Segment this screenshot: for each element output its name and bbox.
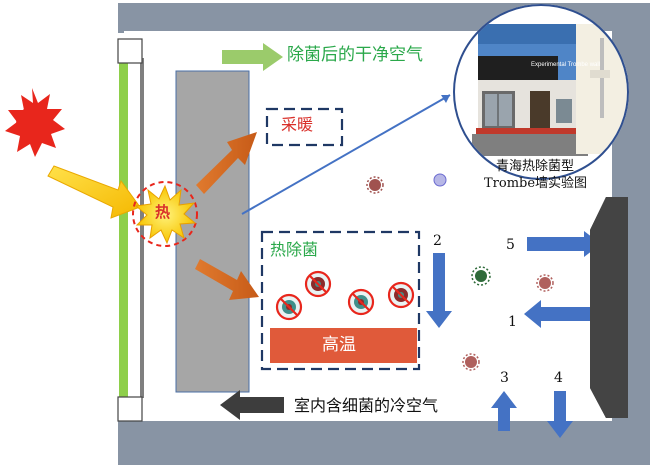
storage-wall <box>175 70 250 393</box>
glass-pane <box>119 58 128 398</box>
caption-line-1: 青海热除菌型 <box>496 159 575 174</box>
window-vent-top <box>117 38 143 64</box>
high-temp-label: 高温 <box>322 335 356 355</box>
caption-line-2: Trombe墙实验图 <box>484 176 588 191</box>
high-temp-bar <box>270 328 417 363</box>
flow-number-1: 1 <box>508 314 517 330</box>
window-vent-bottom <box>117 396 143 422</box>
heating-label: 采暖 <box>281 115 314 134</box>
cold-air-arrow <box>220 390 284 420</box>
flow-arrow-3 <box>491 391 517 431</box>
clean-air-label: 除菌后的干净空气 <box>287 45 423 65</box>
photo-inscription: Experimental Trombe wall <box>531 62 601 68</box>
flow-number-3: 3 <box>500 370 509 386</box>
heating-arrow <box>196 132 257 194</box>
bacteria-icon <box>366 173 554 371</box>
sterilization-box <box>260 230 421 371</box>
sterilization-arrow <box>195 259 259 300</box>
photo-connector-line <box>241 94 451 215</box>
flow-number-4: 4 <box>554 370 563 386</box>
heat-label: 热 <box>155 203 171 221</box>
sunlight-arrow <box>47 165 141 219</box>
flow-number-5: 5 <box>506 237 515 253</box>
flow-arrow-5 <box>527 231 601 257</box>
dead-bacteria-icon <box>275 270 415 321</box>
flow-arrow-1 <box>524 300 597 328</box>
flow-arrow-2 <box>426 253 452 328</box>
sterilization-label: 热除菌 <box>270 240 319 259</box>
cold-air-label: 室内含细菌的冷空气 <box>294 396 439 415</box>
flow-number-2: 2 <box>433 233 442 249</box>
heating-box <box>265 107 344 147</box>
sun-icon <box>5 88 65 157</box>
trombe-wall-photo <box>453 4 629 180</box>
clean-air-arrow <box>222 43 283 71</box>
flow-arrow-4 <box>547 391 573 438</box>
glass-frame <box>140 58 144 398</box>
heat-burst-icon <box>132 181 198 247</box>
